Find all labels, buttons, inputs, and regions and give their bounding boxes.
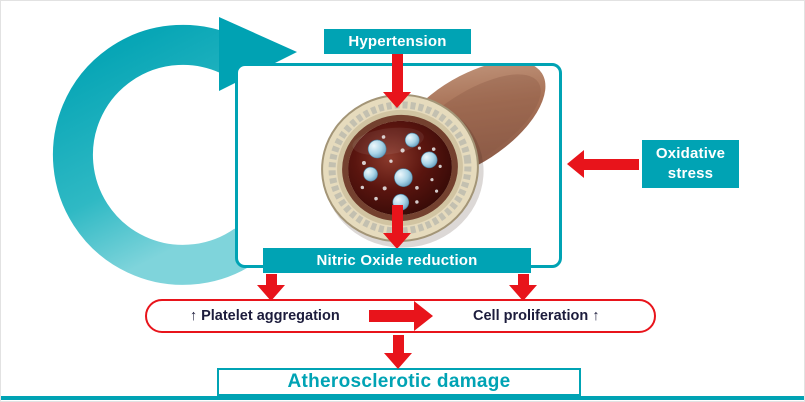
- arrow-shaft: [584, 158, 639, 170]
- nitric-oxide-reduction-node: Nitric Oxide reduction: [263, 248, 531, 273]
- particle-dots: [360, 135, 442, 204]
- down-arrow-nitric-to-proliferation-icon: [509, 274, 537, 301]
- arrow-head: [257, 285, 285, 301]
- oxidative-stress-label: Oxidative stress: [655, 144, 726, 182]
- atherosclerotic-damage-node: Atherosclerotic damage: [217, 368, 581, 396]
- cell-proliferation-label: Cell proliferation ↑: [473, 308, 600, 324]
- arrow-shaft: [392, 335, 404, 353]
- right-arrow-platelet-to-proliferation-icon: [368, 301, 433, 331]
- down-arrow-pill-to-damage-icon: [384, 335, 412, 369]
- platelet-aggregation-label: ↑ Platelet aggregation: [189, 308, 340, 324]
- arrow-head: [567, 150, 584, 178]
- down-arrow-nitric-to-platelet-icon: [257, 274, 285, 301]
- arrow-head: [383, 233, 411, 249]
- arrow-shaft: [391, 205, 403, 233]
- bottom-divider: [1, 396, 804, 400]
- molecule-spheres: [363, 132, 438, 211]
- arrow-head: [384, 353, 412, 369]
- down-arrow-hypertension-to-vessel-icon: [383, 54, 411, 108]
- arrow-shaft: [391, 54, 403, 92]
- effects-pill: ↑ Platelet aggregation Cell proliferatio…: [145, 299, 656, 333]
- down-arrow-vessel-to-nitric-icon: [383, 205, 411, 249]
- atherosclerotic-damage-label: Atherosclerotic damage: [287, 371, 511, 392]
- arrow-head: [509, 285, 537, 301]
- oxidative-stress-node: Oxidative stress: [642, 140, 739, 188]
- arrow-shaft: [265, 274, 277, 285]
- arrow-shaft: [368, 310, 414, 322]
- arrow-head: [383, 92, 411, 108]
- arrow-shaft: [517, 274, 529, 285]
- arrow-head: [413, 301, 433, 331]
- left-arrow-oxidative-to-vessel-icon: [567, 150, 639, 178]
- nitric-oxide-reduction-label: Nitric Oxide reduction: [316, 252, 478, 269]
- hypertension-node: Hypertension: [324, 29, 471, 54]
- hypertension-label: Hypertension: [348, 33, 447, 50]
